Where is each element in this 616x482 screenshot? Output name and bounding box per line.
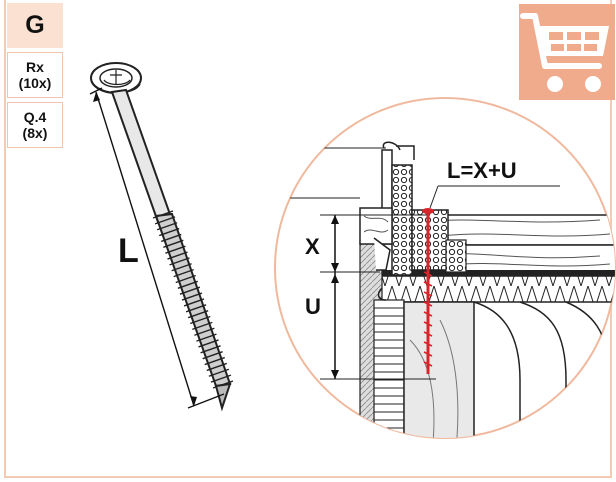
thread-ridge [196,333,217,342]
length-dimension-line [95,91,195,407]
quantity-cell-q4: Q.4 (8x) [7,102,63,148]
thread-ridge [210,374,232,383]
thread-ridge [198,339,219,348]
thread-ridge [175,274,196,284]
u-label: U [305,294,321,319]
formula-label: L=X+U [447,158,517,183]
thread-ridge [173,268,194,278]
thread-ridge [190,315,211,325]
thread-ridge [204,356,225,366]
thread-ridge [169,257,190,266]
thread-ridge [194,327,215,336]
thread-ridge [154,216,176,225]
thread-ridge [181,292,203,301]
thread-ridge [187,309,209,319]
category-badge: G [7,3,63,48]
part-code: Rx [26,59,44,75]
thread-ridge [192,321,213,331]
thread-ridge [152,210,174,219]
thread-ridge [200,345,221,354]
cart-button[interactable] [519,4,615,100]
thread-ridge [208,368,230,377]
category-letter: G [25,11,45,39]
thread-ridge [202,351,223,360]
part-count: (10x) [18,75,52,91]
thread-ridge [161,233,182,243]
thread-ridge [179,286,201,295]
thread-ridge [167,251,188,260]
screw-tip [214,382,232,412]
thread-ridge [165,245,186,254]
part-code: Q.4 [23,109,47,125]
thread-ridge [171,263,192,272]
thread-ridge [163,239,184,248]
length-label: L [118,232,139,270]
thread-ridge [158,227,180,237]
quantity-cell-rx: Rx (10x) [7,52,63,98]
thread-ridge [183,298,205,307]
thread-ridge [185,304,207,313]
x-label: X [305,234,320,259]
thread-ridge [177,280,199,290]
thread-ridge [156,222,178,231]
thread-ridge [206,362,228,372]
part-count: (8x) [22,125,48,141]
shopping-cart-icon [520,13,609,92]
